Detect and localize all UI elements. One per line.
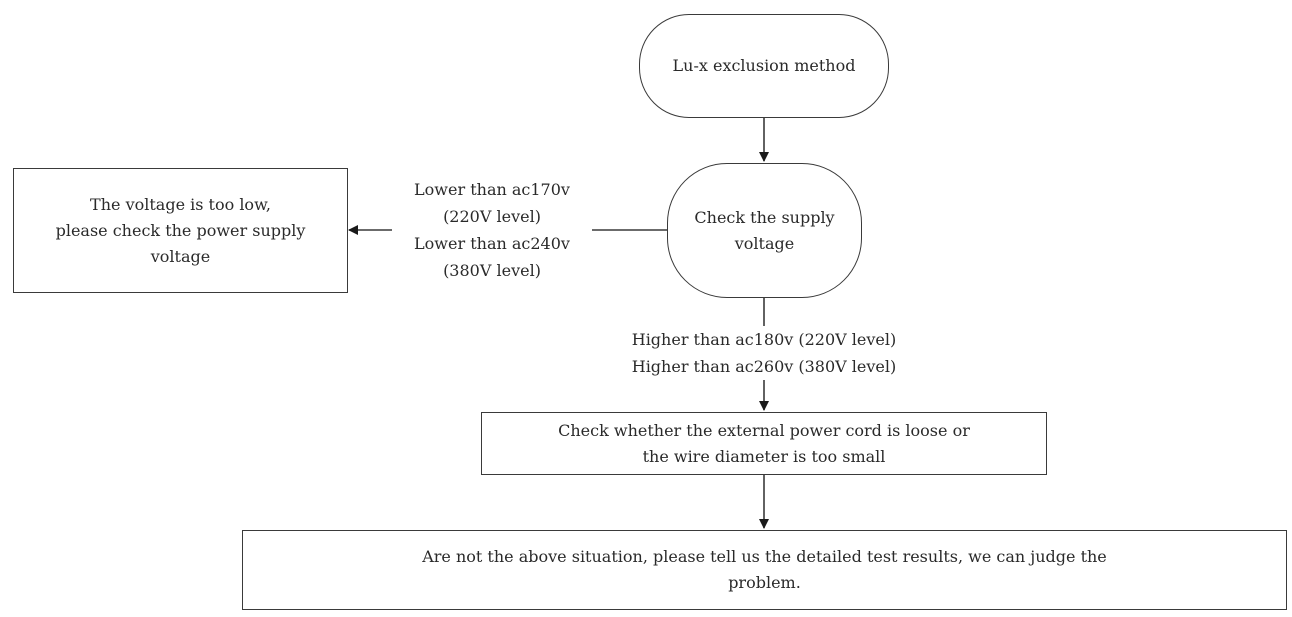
check-voltage-node: Check the supply voltage [667,163,862,298]
lower-threshold-label: Lower than ac170v (220V level) Lower tha… [392,176,592,284]
check-cord-label: Check whether the external power cord is… [558,420,970,466]
start-node: Lu-x exclusion method [639,14,889,118]
check-cord-node: Check whether the external power cord is… [481,412,1047,475]
final-node: Are not the above situation, please tell… [242,530,1287,610]
check-voltage-label: Check the supply voltage [694,207,835,253]
low-voltage-label: The voltage is too low, please check the… [55,194,306,266]
higher-threshold-label: Higher than ac180v (220V level) Higher t… [574,326,954,380]
start-node-label: Lu-x exclusion method [672,56,856,75]
low-voltage-node: The voltage is too low, please check the… [13,168,348,293]
final-label: Are not the above situation, please tell… [422,547,1107,592]
